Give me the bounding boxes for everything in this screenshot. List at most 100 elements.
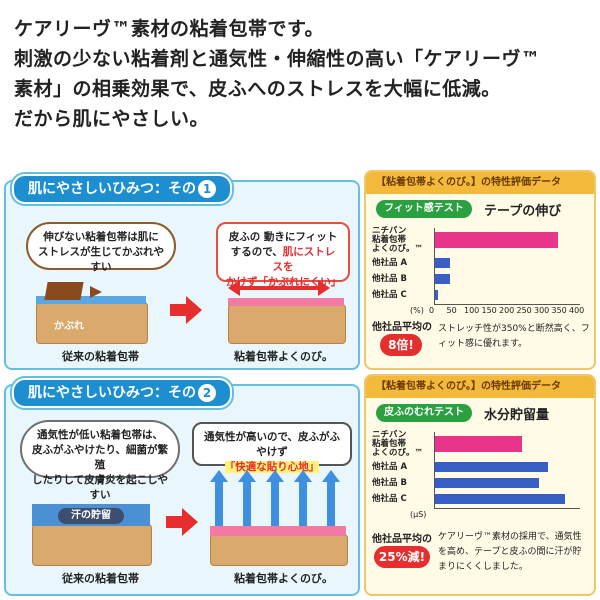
secret-title-num-1: 1 [198,180,216,198]
tick-1-4: 200 [499,306,515,315]
intro-text: ケアリーヴ™素材の粘着包帯です。 刺激の少ない粘着剤と通気性・伸縮性の高い「ケア… [14,14,594,134]
stretch-arrow-right-icon [318,280,330,296]
axis-unit-2: (μS) [410,510,427,519]
red-arrow-head-icon-2 [182,508,198,536]
bar-2-2 [434,478,539,488]
bar-2-1 [434,462,548,472]
callout-text-2a: 通気性が高いので、皮ふがふやけず [203,431,341,458]
intro-line-4: だから肌にやさしい。 [14,108,210,130]
caption-yokunobi-1: 粘着包帯よくのび。 [234,350,333,363]
intro-line-2: 刺激の少ない粘着剤と通気性・伸縮性の高い「ケアリーヴ™ [14,48,541,70]
skin-conventional-2 [32,524,152,566]
sweat-retention-label: 汗の貯留 [58,508,124,524]
red-arrow-body-1 [170,304,186,316]
tick-1-5: 250 [516,306,532,315]
bar-2-0 [434,436,522,452]
secret-title-text-1: 肌にやさしいひみつ：その [28,181,196,197]
burst-text-1a: 伸びない粘着包帯は肌に [43,231,159,243]
caption-conventional-1: 従来の粘着包帯 [62,350,139,363]
tick-1-6: 300 [534,306,550,315]
tick-1-7: 350 [551,306,567,315]
peel-flap-icon [44,282,84,300]
problem-burst-1: 伸びない粘着包帯は肌に ストレスが生じてかぶれやすい [26,222,176,273]
test-tag-1: フィット感テスト [376,200,472,218]
tape-yokunobi-1 [228,298,344,306]
bar-2-3 [434,494,566,504]
secret-title-text-2: 肌にやさしいひみつ：その [28,385,196,401]
callout-text-1c: 肌にストレスを [272,246,336,273]
callout-text-1d: かけず「かぶれにくい」 [226,276,342,288]
caption-yokunobi-2: 粘着包帯よくのび。 [234,572,333,585]
burst-text-2b: 皮ふがふやけたり、細菌が繁殖 [31,444,169,471]
data-header-1: 【粘着包帯よくのび。】の特性評価データ [366,172,594,194]
tick-1-8: 400 [569,306,585,315]
note-2: ケアリーヴ™素材の採用で、通気性を高め、テープと皮ふの間に汗が貯まりにくくしまし… [438,532,582,572]
secret-title-num-2: 2 [198,384,216,402]
kabure-label: かぶれ [54,321,84,332]
bar-label-a-1: 他社品 A [372,258,408,268]
bar-label-nichiban-2: ニチバン [372,430,407,440]
data-panel-2: 【粘着包帯よくのび。】の特性評価データ 皮ふのむれテスト 水分貯留量 ニチバン粘… [364,374,596,596]
bar-label-nichiban-name-1: よくのび。™ [372,244,424,254]
bar-1-0 [434,232,559,248]
stretch-arrow-left-icon [228,280,240,296]
tape-yokunobi-2 [210,526,346,536]
callout-text-1a: 皮ふの 動きにフィット [228,231,338,243]
bar-label-nichiban-1: ニチバン [372,226,407,236]
secret-panel-1: 伸びない粘着包帯は肌に ストレスが生じてかぶれやすい かぶれ 皮ふの 動きにフィ… [4,170,596,370]
skin-yokunobi-2 [210,534,348,566]
tick-1-2: 100 [464,306,480,315]
y-axis-1 [434,228,435,304]
callout-text-1b: するので、 [230,246,283,258]
tick-1-3: 150 [481,306,497,315]
benefit-callout-1: 皮ふの 動きにフィット するので、肌にストレスを かけず「かぶれにくい」 [216,222,350,288]
bar-label-b-1: 他社品 B [372,274,407,284]
burst-text-2c: したりして皮膚炎を起こしやすい [31,474,169,501]
note-1: ストレッチ性が350%と断然高く、フィット感に優れます。 [438,324,590,349]
avg-badge-2: 25%減! [374,546,430,568]
intro-line-1: ケアリーヴ™素材の粘着包帯です。 [14,18,325,40]
illustration-area-1: 伸びない粘着包帯は肌に ストレスが生じてかぶれやすい かぶれ 皮ふの 動きにフィ… [4,180,360,370]
stretch-arrow-line [238,286,318,290]
bar-label-b-2: 他社品 B [372,478,407,488]
bar-label-c-2: 他社品 C [372,494,407,504]
skin-conventional-1 [36,302,148,344]
intro-line-3: 素材」の相乗効果で、皮ふへのストレスを大幅に低減。 [14,78,501,100]
burst-text-2a: 通気性が低い粘着包帯は、 [37,429,163,441]
axis-unit-1: (%) [410,306,424,315]
avg-label-1: 他社品平均の [372,322,432,333]
x-axis-2 [434,508,580,509]
bar-1-2 [434,274,450,284]
bar-label-c-1: 他社品 C [372,290,407,300]
tape-conventional-1 [36,296,146,304]
red-arrow-head-icon-1 [186,296,202,324]
red-arrow-body-2 [166,516,182,528]
test-name-2: 水分貯留量 [484,408,550,423]
x-axis-1 [434,304,580,305]
peel-arrow-icon [90,286,102,298]
illustration-area-2: 通気性が低い粘着包帯は、 皮ふがふやけたり、細菌が繁殖 したりして皮膚炎を起こし… [4,384,360,596]
bar-1-1 [434,258,450,268]
avg-label-2: 他社品平均の [372,534,432,545]
up-arrows-icon [210,470,340,526]
avg-badge-1: 8倍! [380,334,422,356]
caption-conventional-2: 従来の粘着包帯 [62,572,139,585]
y-axis-2 [434,432,435,508]
benefit-callout-2: 通気性が高いので、皮ふがふやけず 「快適な貼り心地」 [192,422,352,473]
secret-panel-2: 通気性が低い粘着包帯は、 皮ふがふやけたり、細菌が繁殖 したりして皮膚炎を起こし… [4,374,596,596]
callout-text-2b: 「快適な貼り心地」 [224,461,320,473]
data-panel-1: 【粘着包帯よくのび。】の特性評価データ フィット感テスト テープの伸び ニチバン… [364,170,596,370]
tick-1-1: 50 [446,306,457,315]
data-header-2: 【粘着包帯よくのび。】の特性評価データ [366,376,594,398]
breathability-arrows [210,470,350,526]
problem-burst-2: 通気性が低い粘着包帯は、 皮ふがふやけたり、細菌が繁殖 したりして皮膚炎を起こし… [20,420,180,501]
bar-label-nichiban-name-2: よくのび。™ [372,448,424,458]
bar-label-a-2: 他社品 A [372,462,408,472]
test-name-1: テープの伸び [484,204,562,219]
tick-1-0: 0 [429,306,435,315]
skin-yokunobi-1 [228,304,346,344]
